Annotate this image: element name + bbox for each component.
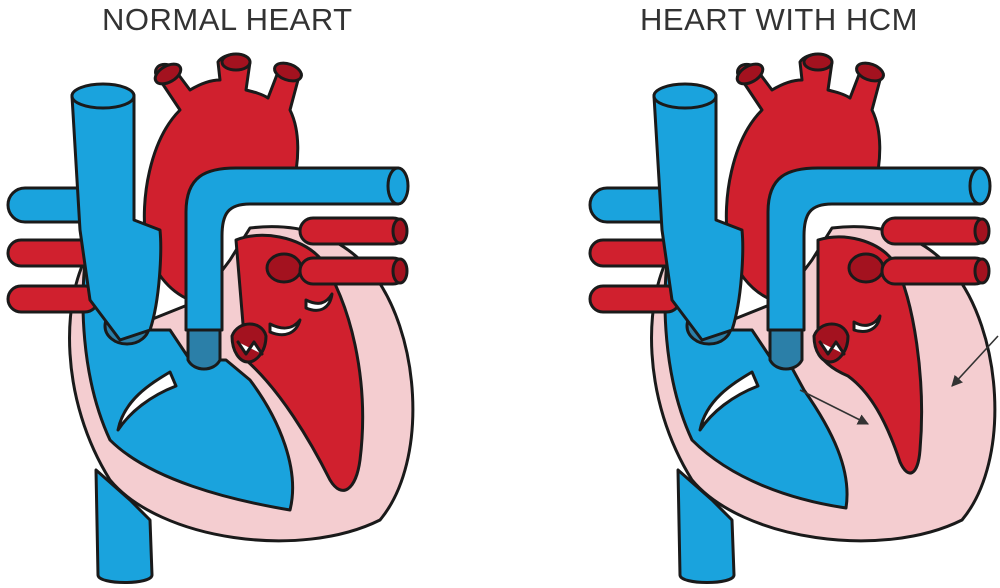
- hcm-heart-illustration: [588, 52, 997, 584]
- hcm-heart-title: HEART WITH HCM: [640, 2, 918, 37]
- normal-heart-title: NORMAL HEART: [102, 2, 353, 37]
- septum-thickening-arrow: [799, 389, 870, 425]
- wall-thickening-arrow: [951, 335, 999, 387]
- normal-heart-illustration: [6, 52, 415, 584]
